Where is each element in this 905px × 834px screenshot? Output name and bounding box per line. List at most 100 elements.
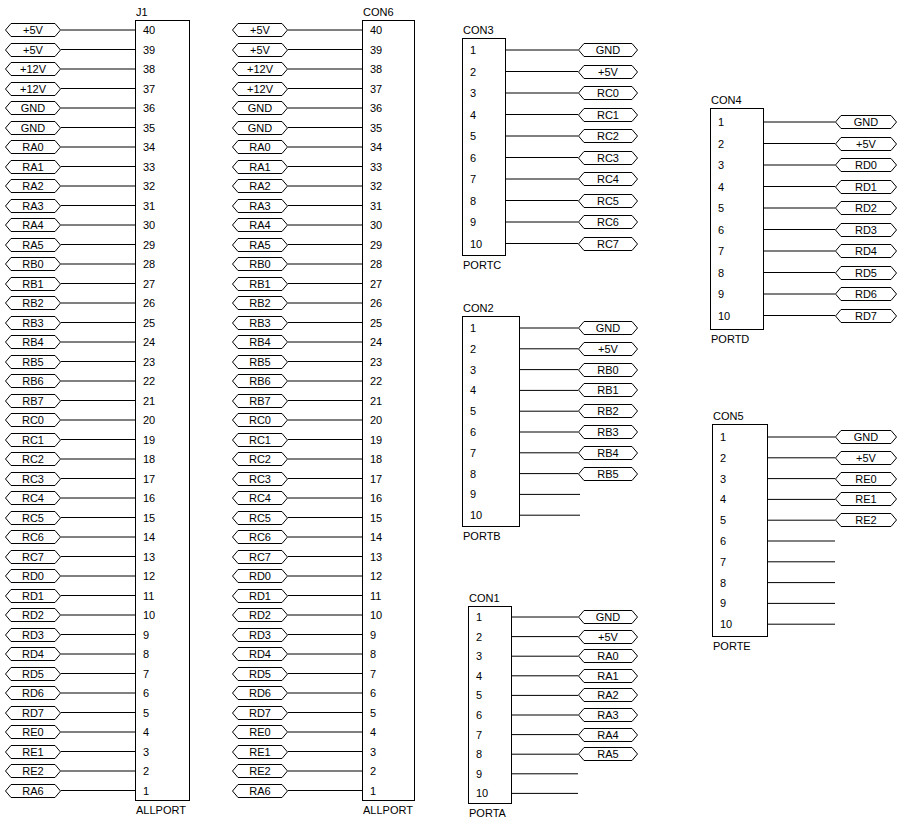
wire bbox=[768, 457, 835, 458]
pin-number: 14 bbox=[143, 530, 155, 544]
net-label-shape bbox=[6, 82, 61, 95]
net-label-shape bbox=[233, 609, 288, 622]
net-label-shape bbox=[836, 266, 897, 279]
connector-box: CON6403938373635343332313029282726252423… bbox=[362, 20, 415, 801]
pin-number: 7 bbox=[476, 728, 482, 742]
net-label-shape bbox=[233, 219, 288, 232]
wire bbox=[520, 473, 578, 474]
net-label-shape bbox=[579, 467, 638, 480]
net-label: RB3 bbox=[578, 425, 638, 439]
net-label: +5V bbox=[835, 137, 897, 151]
net-label: +5V bbox=[835, 451, 897, 465]
pin-number: 4 bbox=[718, 180, 724, 194]
wire bbox=[61, 537, 135, 538]
net-label-shape bbox=[233, 160, 288, 173]
connector-box: CON412345678910PORTD bbox=[710, 108, 764, 330]
net-name: RD4 bbox=[14, 647, 52, 661]
pin-number: 35 bbox=[143, 121, 155, 135]
net-label-shape bbox=[579, 630, 638, 643]
net-name: RA3 bbox=[241, 199, 278, 213]
net-label: RC4 bbox=[232, 491, 288, 505]
net-label: RA4 bbox=[578, 728, 638, 742]
net-name: RE1 bbox=[847, 492, 884, 506]
pin-number: 10 bbox=[720, 617, 732, 631]
net-label: RC2 bbox=[232, 452, 288, 466]
net-label: RA6 bbox=[232, 784, 288, 798]
net-label: RB0 bbox=[232, 257, 288, 271]
net-label: +5V bbox=[5, 23, 61, 37]
net-label: RA3 bbox=[232, 199, 288, 213]
net-label: RA3 bbox=[578, 708, 638, 722]
wire bbox=[61, 166, 135, 167]
wire bbox=[61, 225, 135, 226]
net-label: +5V bbox=[232, 23, 288, 37]
net-label-shape bbox=[6, 238, 61, 251]
net-label: RC6 bbox=[5, 530, 61, 544]
connector-name: PORTB bbox=[463, 529, 501, 543]
net-label-shape bbox=[233, 414, 288, 427]
net-label-shape bbox=[579, 748, 638, 761]
connector-name: PORTA bbox=[469, 806, 506, 820]
pin-number: 35 bbox=[370, 121, 382, 135]
net-label: RA4 bbox=[232, 218, 288, 232]
net-name: RA0 bbox=[14, 140, 51, 154]
pin-number: 1 bbox=[470, 43, 476, 57]
net-label-shape bbox=[233, 784, 288, 797]
pin-number: 20 bbox=[143, 413, 155, 427]
pin-number: 8 bbox=[720, 576, 726, 590]
net-label: RD1 bbox=[5, 589, 61, 603]
pin-number: 17 bbox=[370, 472, 382, 486]
net-label-shape bbox=[6, 43, 61, 56]
net-label-shape bbox=[233, 258, 288, 271]
net-label: RB0 bbox=[5, 257, 61, 271]
wire bbox=[288, 225, 362, 226]
pin-number: 18 bbox=[143, 452, 155, 466]
pin-number: 5 bbox=[370, 706, 376, 720]
net-label: RD3 bbox=[835, 223, 897, 237]
pin-number: 3 bbox=[476, 649, 482, 663]
pin-number: 33 bbox=[370, 160, 382, 174]
pin-number: 4 bbox=[470, 383, 476, 397]
net-label: RE2 bbox=[835, 513, 897, 527]
net-name: RA5 bbox=[14, 238, 51, 252]
net-label: RB7 bbox=[5, 394, 61, 408]
net-label-shape bbox=[579, 650, 638, 663]
net-label-shape bbox=[233, 394, 288, 407]
pin-number: 38 bbox=[370, 62, 382, 76]
net-label-shape bbox=[233, 667, 288, 680]
net-name: +12V bbox=[12, 82, 54, 96]
pin-number: 6 bbox=[470, 151, 476, 165]
net-name: RD1 bbox=[241, 589, 279, 603]
net-label: RB1 bbox=[578, 383, 638, 397]
wire bbox=[506, 114, 578, 115]
pin-number: 22 bbox=[143, 374, 155, 388]
connector-ref: CON2 bbox=[463, 301, 494, 315]
net-label-shape bbox=[233, 375, 288, 388]
wire bbox=[288, 322, 362, 323]
net-label: GND bbox=[232, 101, 288, 115]
pin-number: 9 bbox=[720, 596, 726, 610]
net-name: RA3 bbox=[589, 708, 626, 722]
connector-box: CON512345678910PORTE bbox=[712, 424, 768, 637]
net-label-shape bbox=[6, 706, 61, 719]
net-label-shape bbox=[6, 355, 61, 368]
net-label: GND bbox=[578, 610, 638, 624]
net-name: RC2 bbox=[241, 452, 279, 466]
unconnected-wire bbox=[512, 793, 578, 794]
net-label-shape bbox=[6, 628, 61, 641]
net-name: RE0 bbox=[241, 725, 278, 739]
net-label-shape bbox=[233, 141, 288, 154]
pin-number: 17 bbox=[143, 472, 155, 486]
net-label: RC0 bbox=[578, 86, 638, 100]
net-name: RA2 bbox=[589, 688, 626, 702]
net-label-shape bbox=[6, 667, 61, 680]
net-label: RB5 bbox=[5, 355, 61, 369]
net-label-shape bbox=[233, 706, 288, 719]
wire bbox=[288, 654, 362, 655]
net-label: RE2 bbox=[232, 764, 288, 778]
net-label-shape bbox=[233, 433, 288, 446]
net-name: RB2 bbox=[14, 296, 51, 310]
pin-number: 40 bbox=[370, 23, 382, 37]
net-name: +5V bbox=[590, 630, 626, 644]
net-label: RC5 bbox=[232, 511, 288, 525]
